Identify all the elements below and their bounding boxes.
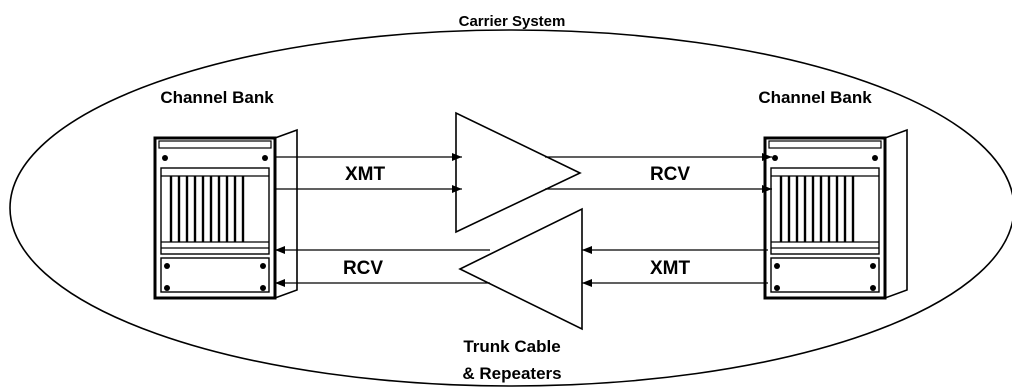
upper-repeater-amplifier (455, 111, 582, 234)
repeaters-label: & Repeaters (462, 364, 561, 383)
diagram-title: Carrier System (459, 13, 566, 30)
bottom-left-rcv-label: RCV (343, 258, 383, 279)
right-channel-bank-label: Channel Bank (758, 88, 872, 107)
top-left-xmt-label: XMT (345, 164, 386, 185)
left-channel-bank-label: Channel Bank (160, 88, 274, 107)
carrier-system-boundary (9, 29, 1012, 387)
bottom-right-xmt-label: XMT (650, 258, 691, 279)
left-channel-bank-icon (153, 128, 299, 300)
right-channel-bank-icon (763, 128, 909, 300)
trunk-cable-label: Trunk Cable (463, 337, 560, 356)
top-right-rcv-label: RCV (650, 164, 690, 185)
lower-repeater-amplifier (458, 207, 583, 331)
